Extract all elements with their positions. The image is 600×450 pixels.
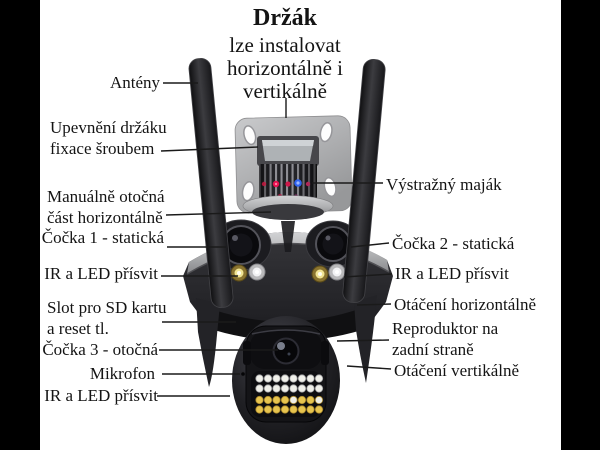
label-antennas: Antény — [109, 73, 160, 92]
bracket-arm — [257, 136, 319, 166]
label-horizontal-rotation: Otáčení horizontálně — [394, 295, 537, 314]
label-ir-led-right: IR a LED přísvit — [395, 264, 509, 283]
label-ir-led-left: IR a LED přísvit — [44, 264, 158, 283]
leader-lines — [157, 82, 393, 397]
subtitle-line: vertikálně — [243, 79, 327, 103]
antenna-left — [188, 58, 234, 308]
lens-1-part — [210, 219, 272, 271]
led-array-white — [255, 374, 324, 393]
beacon-neck — [252, 204, 324, 220]
label-warning-beacon: Výstražný maják — [386, 175, 502, 194]
letterbox-right — [561, 0, 600, 450]
antenna-right — [342, 58, 386, 304]
led-array-amber — [255, 395, 324, 414]
letterbox-left — [0, 0, 40, 450]
yoke-arm-left — [196, 298, 220, 387]
microphone-hole — [240, 371, 246, 377]
label-lens-1: Čočka 1 - statická — [41, 228, 164, 247]
label-vertical-rotation: Otáčení vertikálně — [394, 361, 520, 380]
ir-led-left-part — [225, 263, 266, 282]
ptz-ball — [232, 316, 340, 444]
label-lens-2: Čočka 2 - statická — [392, 234, 515, 253]
yoke-arm-right — [354, 295, 377, 383]
page-subtitle: lze instalovat horizontálně i vertikálně — [178, 34, 392, 103]
ir-led-right-part — [311, 263, 350, 283]
label-ir-led-bottom-left: IR a LED přísvit — [44, 386, 158, 405]
label-microphone: Mikrofon — [89, 364, 155, 383]
lens-3-part — [272, 337, 300, 365]
page-title: Držák — [253, 5, 317, 31]
heading: Držák lze instalovat horizontálně i vert… — [178, 4, 392, 103]
camera-main-body — [183, 219, 393, 335]
subtitle-line: horizontálně i — [226, 56, 344, 80]
subtitle-line: lze instalovat — [229, 33, 341, 57]
warning-beacon-part — [259, 164, 317, 204]
label-lens-3: Čočka 3 - otočná — [42, 340, 158, 359]
